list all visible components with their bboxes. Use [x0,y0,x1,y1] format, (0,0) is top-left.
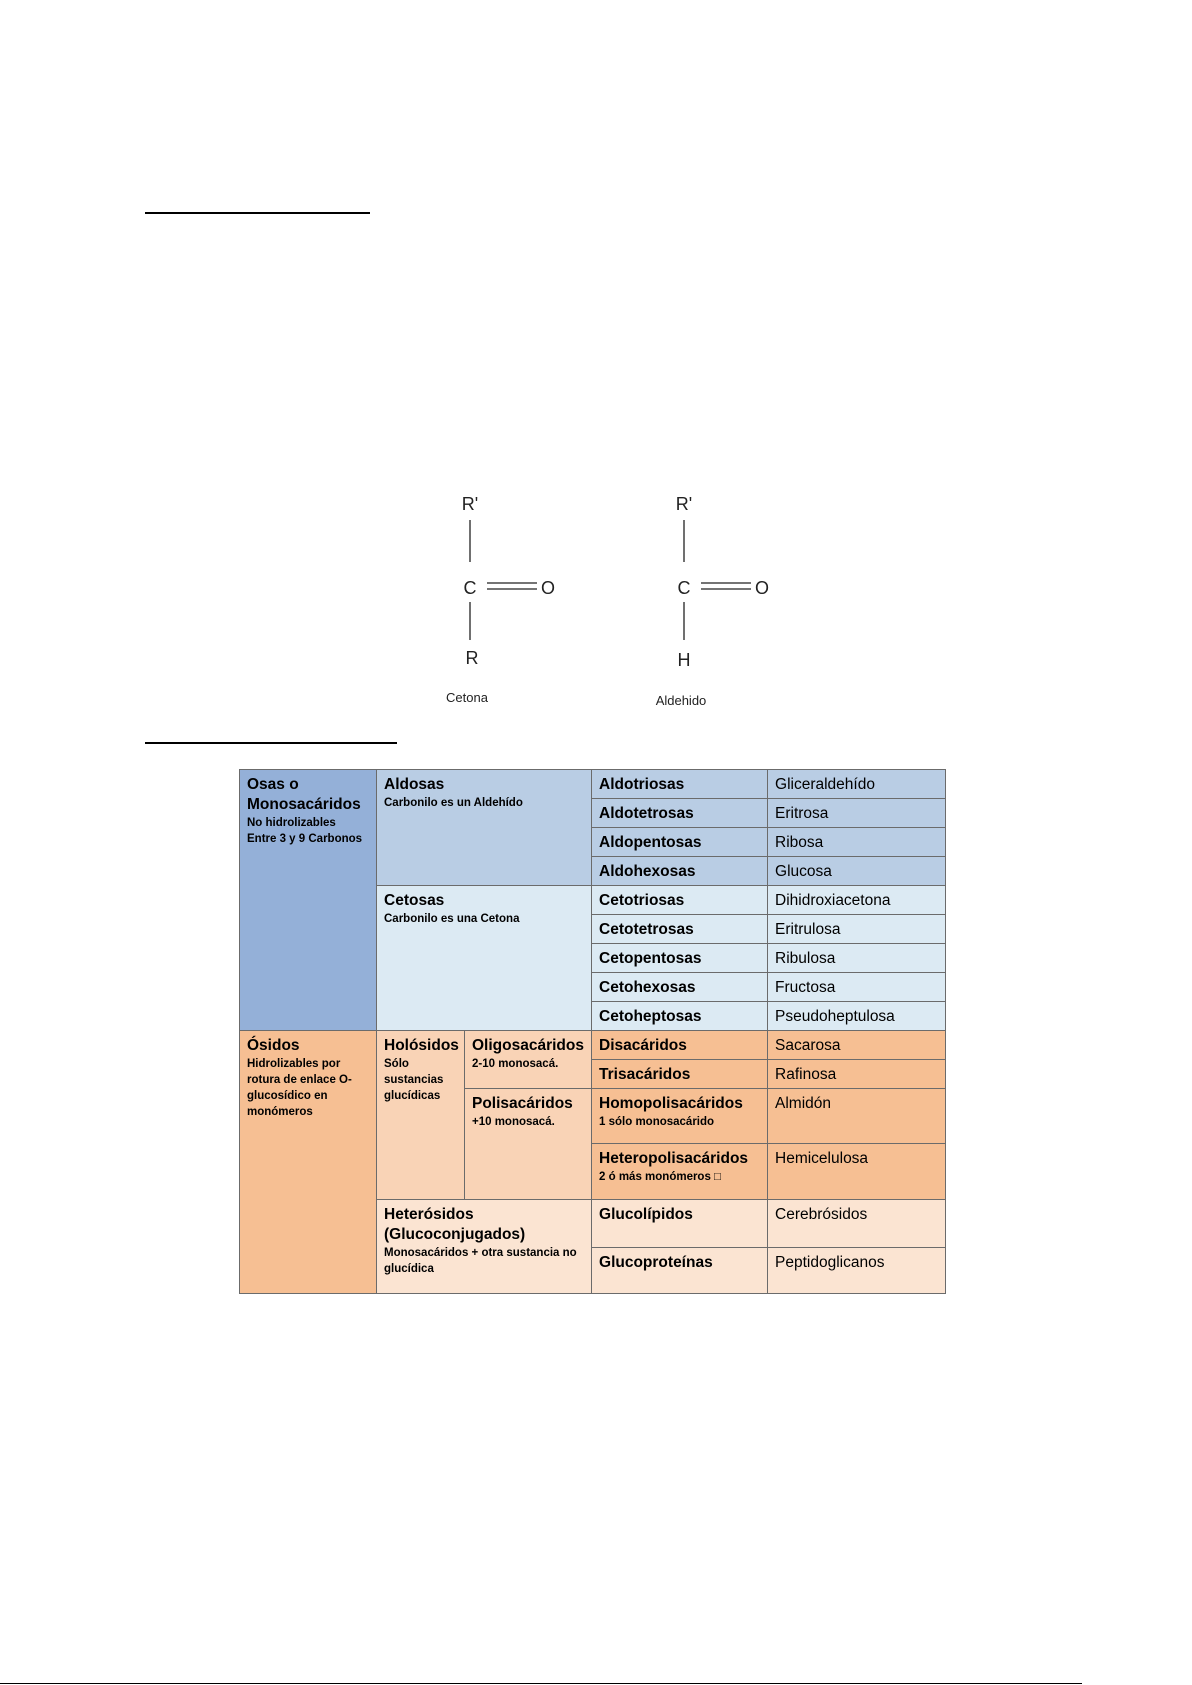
page-bottom-rule [0,1683,1082,1684]
holosidos-desc: Sólo sustancias glucídicas [384,1058,444,1102]
hetero-type-cell: Glucoproteínas [591,1247,769,1294]
ketone-bottom-label: R [466,648,479,668]
carbohydrate-classification-table: Osas o Monosacáridos No hidrolizables En… [239,769,947,1294]
aldehyde-bottom-label: H [678,650,691,670]
polisacaridos-cell: Polisacáridos +10 monosacá. [463,1088,593,1200]
carbonyl-structures-figure: R' C O R Cetona R' C O H Aldehido [446,494,769,708]
aldosas-example-cell: Eritrosa [767,798,947,828]
cetosas-example-cell: Fructosa [767,972,947,1002]
cetosas-cell: Cetosas Carbonilo es una Cetona [375,885,593,1031]
cetosas-example-cell: Pseudoheptulosa [767,1001,947,1031]
ketone-carbon-label: C [464,578,477,598]
poli-type-cell: Heteropolisacáridos 2 ó más monómeros □ [591,1143,769,1200]
section-heading-underline-1 [145,212,370,214]
oligosacaridos-desc: 2-10 monosacá. [472,1058,559,1070]
holosidos-title: Holósidos [384,1037,459,1054]
table-row: Osas o Monosacáridos No hidrolizables En… [239,769,947,1031]
aldosas-example-cell: Glucosa [767,856,947,886]
cetosas-type-cell: Cetohexosas [591,972,769,1002]
cetosas-type-cell: Cetoheptosas [591,1001,769,1031]
table-row: Aldohexosas Glucosa [240,856,947,886]
ketone-caption: Cetona [446,690,489,705]
aldosas-example-cell: Gliceraldehído [767,769,947,799]
oligo-example-cell: Rafinosa [767,1059,947,1089]
table-row: Heterósidos (Glucoconjugados) Monosacári… [240,1199,947,1294]
heterosidos-title-2: (Glucoconjugados) [384,1226,526,1243]
aldosas-desc: Carbonilo es un Aldehído [384,797,523,809]
section-heading-underline-2 [145,742,397,744]
table-row: Polisacáridos +10 monosacá. Homopolisacá… [240,1088,947,1200]
table-row: Aldotetrosas Eritrosa [240,798,947,828]
osas-desc-1: No hidrolizables [247,817,336,829]
osidos-cell: Ósidos Hidrolizables por rotura de enlac… [239,1030,377,1294]
osas-title: Osas o Monosacáridos [247,776,361,813]
cetosas-type-cell: Cetotetrosas [591,914,769,944]
aldehyde-structure: R' C O H Aldehido [656,494,769,708]
aldosas-type-cell: Aldopentosas [591,827,769,857]
table-row: Glucoproteínas Peptidoglicanos [240,1247,947,1294]
polisacaridos-desc: +10 monosacá. [472,1116,555,1128]
cetosas-example-cell: Ribulosa [767,943,947,973]
poli-example-cell: Hemicelulosa [767,1143,947,1200]
oligosacaridos-title: Oligosacáridos [472,1037,584,1054]
cetosas-desc: Carbonilo es una Cetona [384,913,520,925]
aldehyde-top-label: R' [676,494,692,514]
cetosas-title: Cetosas [384,892,445,909]
cetosas-example-cell: Dihidroxiacetona [767,885,947,915]
oligosacaridos-cell: Oligosacáridos 2-10 monosacá. [463,1030,593,1089]
table-row: Trisacáridos Rafinosa [240,1059,947,1089]
aldosas-type-cell: Aldotriosas [591,769,769,799]
aldosas-type-cell: Aldotetrosas [591,798,769,828]
hetero-type-cell: Glucolípidos [591,1199,769,1248]
ketone-top-label: R' [462,494,478,514]
hetero-example-cell: Cerebrósidos [767,1199,947,1248]
aldosas-title: Aldosas [384,776,445,793]
osas-cell: Osas o Monosacáridos No hidrolizables En… [239,769,377,1031]
aldosas-cell: Aldosas Carbonilo es un Aldehído [375,769,593,886]
cetosas-type-cell: Cetotriosas [591,885,769,915]
oligo-type-cell: Disacáridos [591,1030,769,1060]
aldosas-type-cell: Aldohexosas [591,856,769,886]
ketone-structure: R' C O R Cetona [446,494,555,705]
cetosas-type-cell: Cetopentosas [591,943,769,973]
poli-example-cell: Almidón [767,1088,947,1144]
heterosidos-desc: Monosacáridos + otra sustancia no glucíd… [384,1247,577,1275]
polisacaridos-title: Polisacáridos [472,1095,573,1112]
cetosas-example-cell: Eritrulosa [767,914,947,944]
osidos-desc: Hidrolizables por rotura de enlace O-glu… [247,1058,352,1118]
holosidos-cell: Holósidos Sólo sustancias glucídicas [376,1030,465,1200]
aldosas-example-cell: Ribosa [767,827,947,857]
table-row: Cetopentosas Ribulosa [240,943,947,973]
table-row: Cetosas Carbonilo es una Cetona Cetotrio… [240,885,947,1031]
osidos-title: Ósidos [247,1037,300,1054]
oligo-type-cell: Trisacáridos [591,1059,769,1089]
table-row: Ósidos Hidrolizables por rotura de enlac… [239,1030,947,1294]
oligo-example-cell: Sacarosa [767,1030,947,1060]
heterosidos-cell: Heterósidos (Glucoconjugados) Monosacári… [375,1199,593,1294]
table-row: Cetohexosas Fructosa [240,972,947,1002]
aldehyde-carbon-label: C [678,578,691,598]
hetero-example-cell: Peptidoglicanos [767,1247,947,1294]
poli-type-cell: Homopolisacáridos 1 sólo monosacárido [591,1088,769,1144]
aldehyde-oxygen-label: O [755,578,769,598]
heterosidos-title-1: Heterósidos [384,1206,474,1223]
table-row: Cetotetrosas Eritrulosa [240,914,947,944]
ketone-oxygen-label: O [541,578,555,598]
osas-desc-2: Entre 3 y 9 Carbonos [247,833,363,845]
aldehyde-caption: Aldehido [656,693,707,708]
